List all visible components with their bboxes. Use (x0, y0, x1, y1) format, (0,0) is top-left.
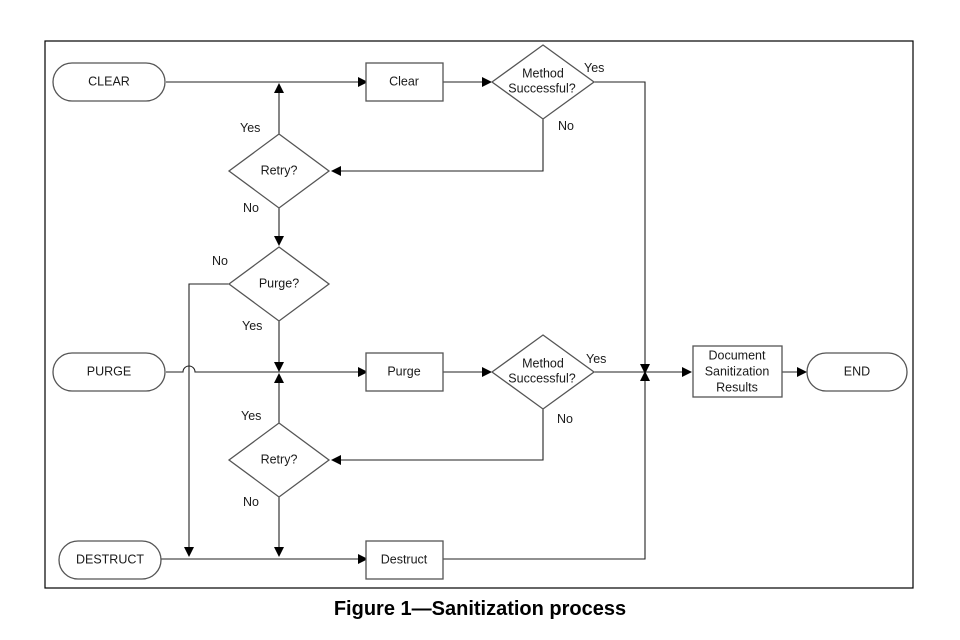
arrowhead (482, 367, 492, 377)
decision-clear-check-line1: Method (522, 66, 564, 80)
terminal-destruct-label: DESTRUCT (76, 552, 144, 566)
process-document-line1: Document (709, 348, 766, 362)
diagram-frame (44, 40, 914, 589)
arrowhead (331, 455, 341, 465)
decision-purge-retry: Retry? (227, 422, 331, 498)
terminal-purge-label: PURGE (87, 364, 131, 378)
terminal-purge: PURGE (52, 352, 166, 392)
edge-clear-check-no (340, 119, 544, 172)
figure-caption: Figure 1—Sanitization process (333, 598, 627, 620)
terminal-clear-label: CLEAR (88, 74, 130, 88)
decision-clear-retry-label: Retry? (261, 163, 298, 177)
arrowhead (274, 373, 284, 383)
process-clear-label: Clear (389, 74, 419, 88)
process-purge: Purge (365, 352, 444, 392)
arrowhead (797, 367, 807, 377)
label-purge-retry-yes: Yes (241, 409, 261, 423)
label-clear-retry-no: No (243, 201, 259, 215)
label-purge-check-no: No (557, 412, 573, 426)
process-document-line2: Sanitization (705, 364, 770, 378)
arrowhead (274, 362, 284, 372)
edge-destruct-process-to-trunk (443, 378, 646, 560)
terminal-end: END (806, 352, 908, 392)
process-document-line3: Results (716, 380, 758, 394)
arrowhead (358, 367, 368, 377)
terminal-destruct: DESTRUCT (58, 540, 162, 580)
label-purge-retry-no: No (243, 495, 259, 509)
edge-purge-decision-no (188, 283, 229, 549)
process-purge-label: Purge (387, 364, 420, 378)
decision-purge-check-line1: Method (522, 356, 564, 370)
decision-clear-method-successful: Method Successful? (490, 44, 596, 120)
arrowhead (274, 236, 284, 246)
arrowhead (682, 367, 692, 377)
process-clear: Clear (365, 62, 444, 102)
arrowhead (274, 83, 284, 93)
arrowhead (482, 77, 492, 87)
arrowhead (358, 554, 368, 564)
decision-purge-label: Purge? (259, 276, 299, 290)
edge-purge-to-purge-process (166, 365, 360, 373)
decision-clear-check-line2: Successful? (508, 81, 575, 95)
arrowhead (331, 166, 341, 176)
arrowhead (184, 547, 194, 557)
label-purge-check-yes: Yes (586, 352, 606, 366)
label-purge-decision-no: No (212, 254, 228, 268)
decision-purge-retry-label: Retry? (261, 452, 298, 466)
label-clear-check-yes: Yes (584, 61, 604, 75)
process-destruct-label: Destruct (381, 552, 428, 566)
terminal-end-label: END (844, 364, 870, 378)
arrowhead (274, 547, 284, 557)
process-destruct: Destruct (365, 540, 444, 580)
label-clear-retry-yes: Yes (240, 121, 260, 135)
decision-purge: Purge? (227, 246, 331, 322)
decision-purge-method-successful: Method Successful? (490, 334, 596, 410)
process-document-results: Document Sanitization Results (692, 345, 783, 398)
arrowhead (640, 364, 650, 374)
decision-purge-check-line2: Successful? (508, 371, 575, 385)
arrowhead (640, 371, 650, 381)
arrowhead (358, 77, 368, 87)
label-purge-decision-yes: Yes (242, 319, 262, 333)
edge-clear-check-yes (594, 81, 646, 368)
edge-purge-check-no (340, 409, 544, 461)
terminal-clear: CLEAR (52, 62, 166, 102)
decision-clear-retry: Retry? (227, 133, 331, 209)
label-clear-check-no: No (558, 119, 574, 133)
